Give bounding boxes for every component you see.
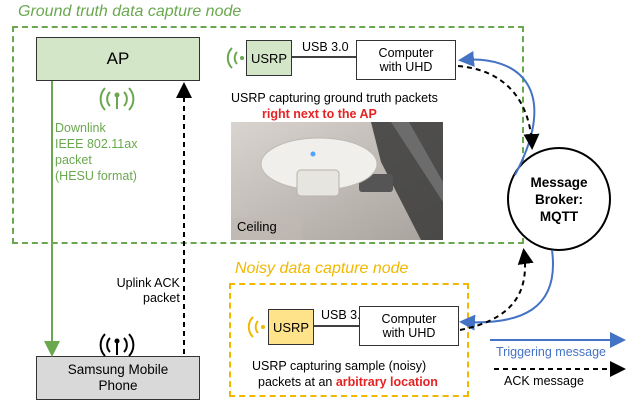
ground-caption-2: right next to the AP xyxy=(262,107,377,121)
message-broker: Message Broker: MQTT xyxy=(507,147,611,251)
ground-usrp-label: USRP xyxy=(250,50,288,66)
downlink-line: (HESU format) xyxy=(55,169,137,183)
uplink-text: Uplink ACK packet xyxy=(105,276,180,306)
noisy-usb-label: USB 3.0 xyxy=(321,308,368,322)
noisy-computer-label-2: with UHD xyxy=(382,326,436,340)
ack-arrow-noisy xyxy=(459,248,534,331)
noisy-usrp-box: USRP xyxy=(268,309,314,345)
ground-node-title: Ground truth data capture node xyxy=(18,3,242,20)
noisy-computer-box: Computer with UHD xyxy=(359,306,459,346)
antenna-icon xyxy=(99,333,135,357)
phone-label-2: Phone xyxy=(98,378,138,393)
ground-computer-box: Computer with UHD xyxy=(356,40,456,80)
downlink-line: IEEE 802.11ax xyxy=(55,137,138,151)
noisy-caption-2: packets at an arbitrary location xyxy=(258,375,438,390)
noisy-region xyxy=(229,283,469,397)
trigger-arrow-ground xyxy=(458,51,536,176)
phone-label-1: Samsung Mobile xyxy=(67,362,169,377)
ground-usb-label: USB 3.0 xyxy=(302,40,349,54)
broker-line-3: MQTT xyxy=(539,208,579,224)
phone-box: Samsung Mobile Phone xyxy=(36,356,200,400)
ap-label: AP xyxy=(106,49,130,68)
photo-label: Ceiling xyxy=(237,219,277,234)
ack-arrow-ground xyxy=(457,65,540,150)
downlink-line: packet xyxy=(55,153,92,167)
noisy-computer-label-1: Computer xyxy=(381,312,437,326)
downlink-line: Downlink xyxy=(55,121,106,135)
ground-usrp-box: USRP xyxy=(246,40,292,76)
trigger-arrow-noisy xyxy=(459,249,555,331)
noisy-usrp-label: USRP xyxy=(272,319,310,335)
uplink-line-2: packet xyxy=(143,291,180,305)
noisy-caption-1: USRP capturing sample (noisy) xyxy=(252,359,427,373)
ap-box: AP xyxy=(36,37,200,81)
downlink-text: Downlink IEEE 802.11ax packet (HESU form… xyxy=(55,120,137,184)
noisy-node-title: Noisy data capture node xyxy=(235,260,409,277)
wifi-signal-icon xyxy=(247,316,265,338)
wifi-signal-icon xyxy=(226,47,244,69)
antenna-icon xyxy=(99,87,135,111)
broker-line-2: Broker: xyxy=(534,191,583,207)
ground-caption-1: USRP capturing ground truth packets xyxy=(231,91,438,105)
ground-truth-region xyxy=(12,26,524,244)
legend-triggering: Triggering message xyxy=(496,345,607,359)
uplink-line-1: Uplink ACK xyxy=(116,276,180,290)
broker-line-1: Message xyxy=(530,174,588,190)
ceiling-photo: Ceiling xyxy=(231,122,443,240)
ground-computer-label-1: Computer xyxy=(378,46,434,60)
noisy-caption-2-plain: packets at an xyxy=(258,375,336,389)
ceiling-photo-image xyxy=(231,122,443,240)
legend-ack: ACK message xyxy=(504,374,584,388)
ground-computer-label-2: with UHD xyxy=(379,60,433,74)
noisy-caption-2-highlight: arbitrary location xyxy=(335,375,438,389)
